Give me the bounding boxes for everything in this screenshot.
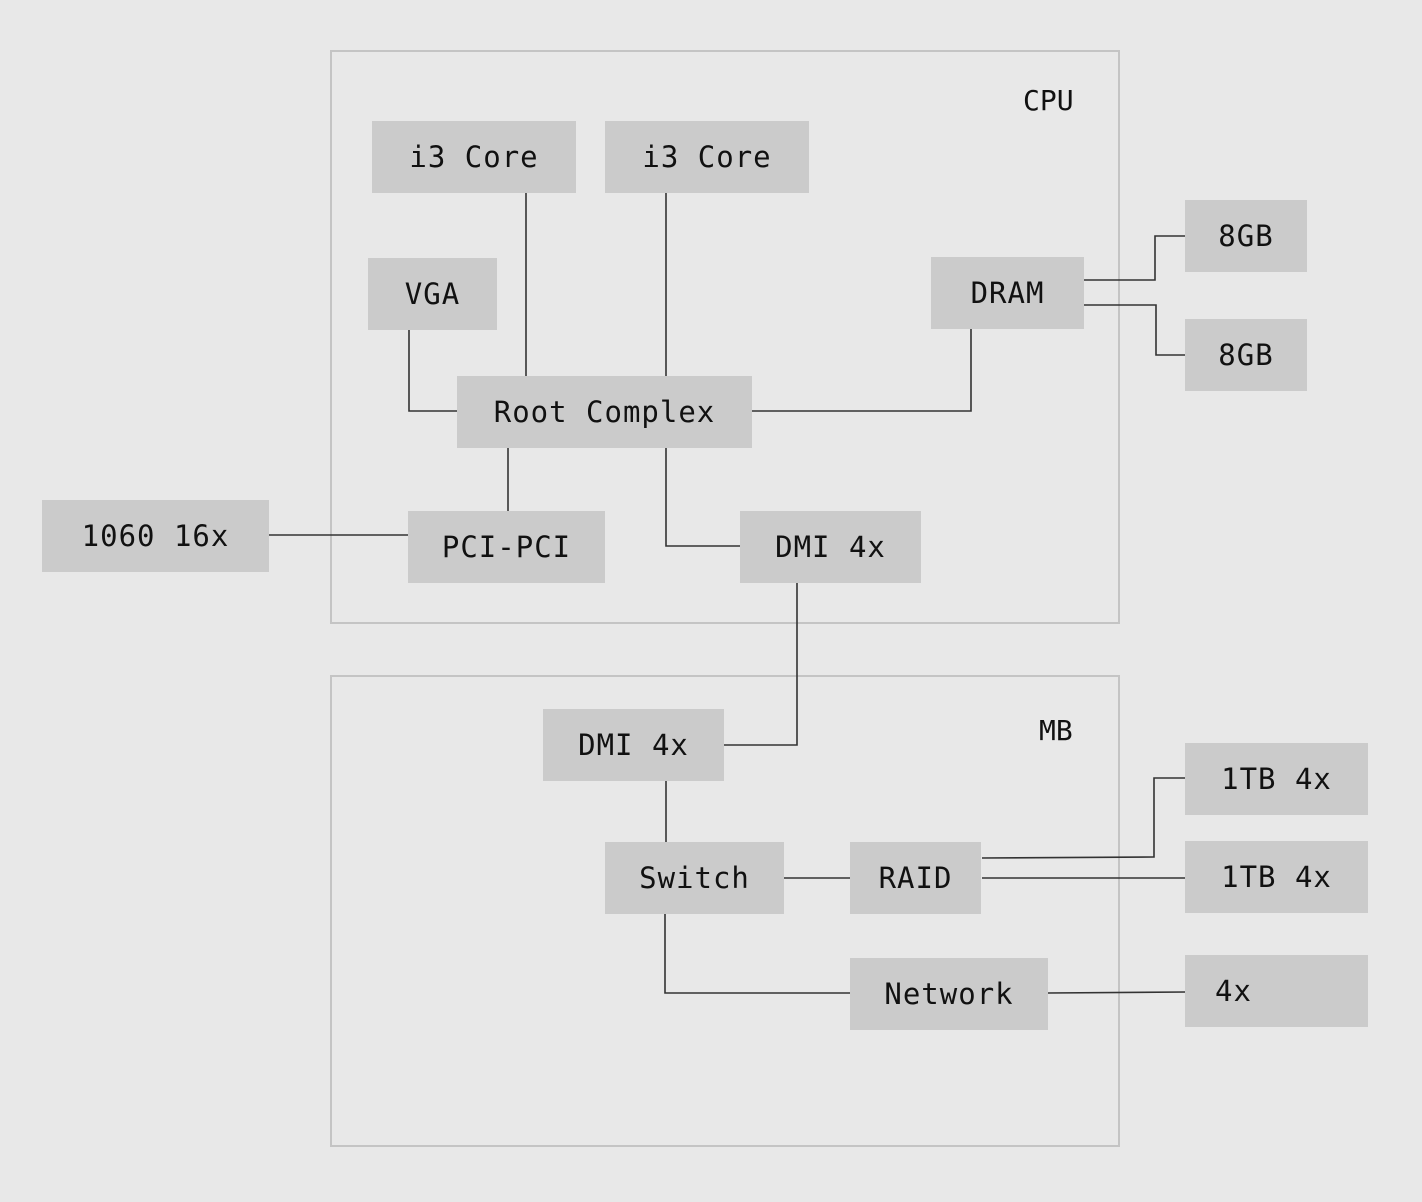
wire-raid-disk1	[981, 777, 1186, 859]
cpu-group	[330, 50, 1120, 624]
wire-root-dmi	[665, 448, 741, 547]
node-memory-8gb-2[interactable]: 8GB	[1185, 319, 1307, 391]
node-dmi-cpu[interactable]: DMI 4x	[740, 511, 921, 583]
wire-dram-mem2	[1084, 304, 1186, 356]
wire-network-nic	[1047, 991, 1187, 994]
node-gpu-1060[interactable]: 1060 16x	[42, 500, 269, 572]
wire-root-dram	[752, 329, 972, 412]
node-raid[interactable]: RAID	[850, 842, 981, 914]
node-disk-1tb-2[interactable]: 1TB 4x	[1185, 841, 1368, 913]
wire-vga-root	[408, 330, 457, 412]
node-dmi-mb[interactable]: DMI 4x	[543, 709, 724, 781]
wire-dmi-dmi	[724, 583, 798, 746]
node-dram[interactable]: DRAM	[931, 257, 1084, 329]
node-network[interactable]: Network	[850, 958, 1048, 1030]
wire-switch-network	[664, 914, 850, 994]
wire-dram-mem1	[1084, 235, 1186, 281]
node-root-complex[interactable]: Root Complex	[457, 376, 752, 448]
node-memory-8gb-1[interactable]: 8GB	[1185, 200, 1307, 272]
node-disk-1tb-1[interactable]: 1TB 4x	[1185, 743, 1368, 815]
cpu-group-label: CPU	[1023, 84, 1074, 117]
node-i3-core-2[interactable]: i3 Core	[605, 121, 809, 193]
node-switch[interactable]: Switch	[605, 842, 784, 914]
mb-group	[330, 675, 1120, 1147]
node-pci-pci[interactable]: PCI-PCI	[408, 511, 605, 583]
node-nic-4x[interactable]: 4x	[1185, 955, 1368, 1027]
node-vga[interactable]: VGA	[368, 258, 497, 330]
node-i3-core-1[interactable]: i3 Core	[372, 121, 576, 193]
mb-group-label: MB	[1039, 714, 1073, 747]
